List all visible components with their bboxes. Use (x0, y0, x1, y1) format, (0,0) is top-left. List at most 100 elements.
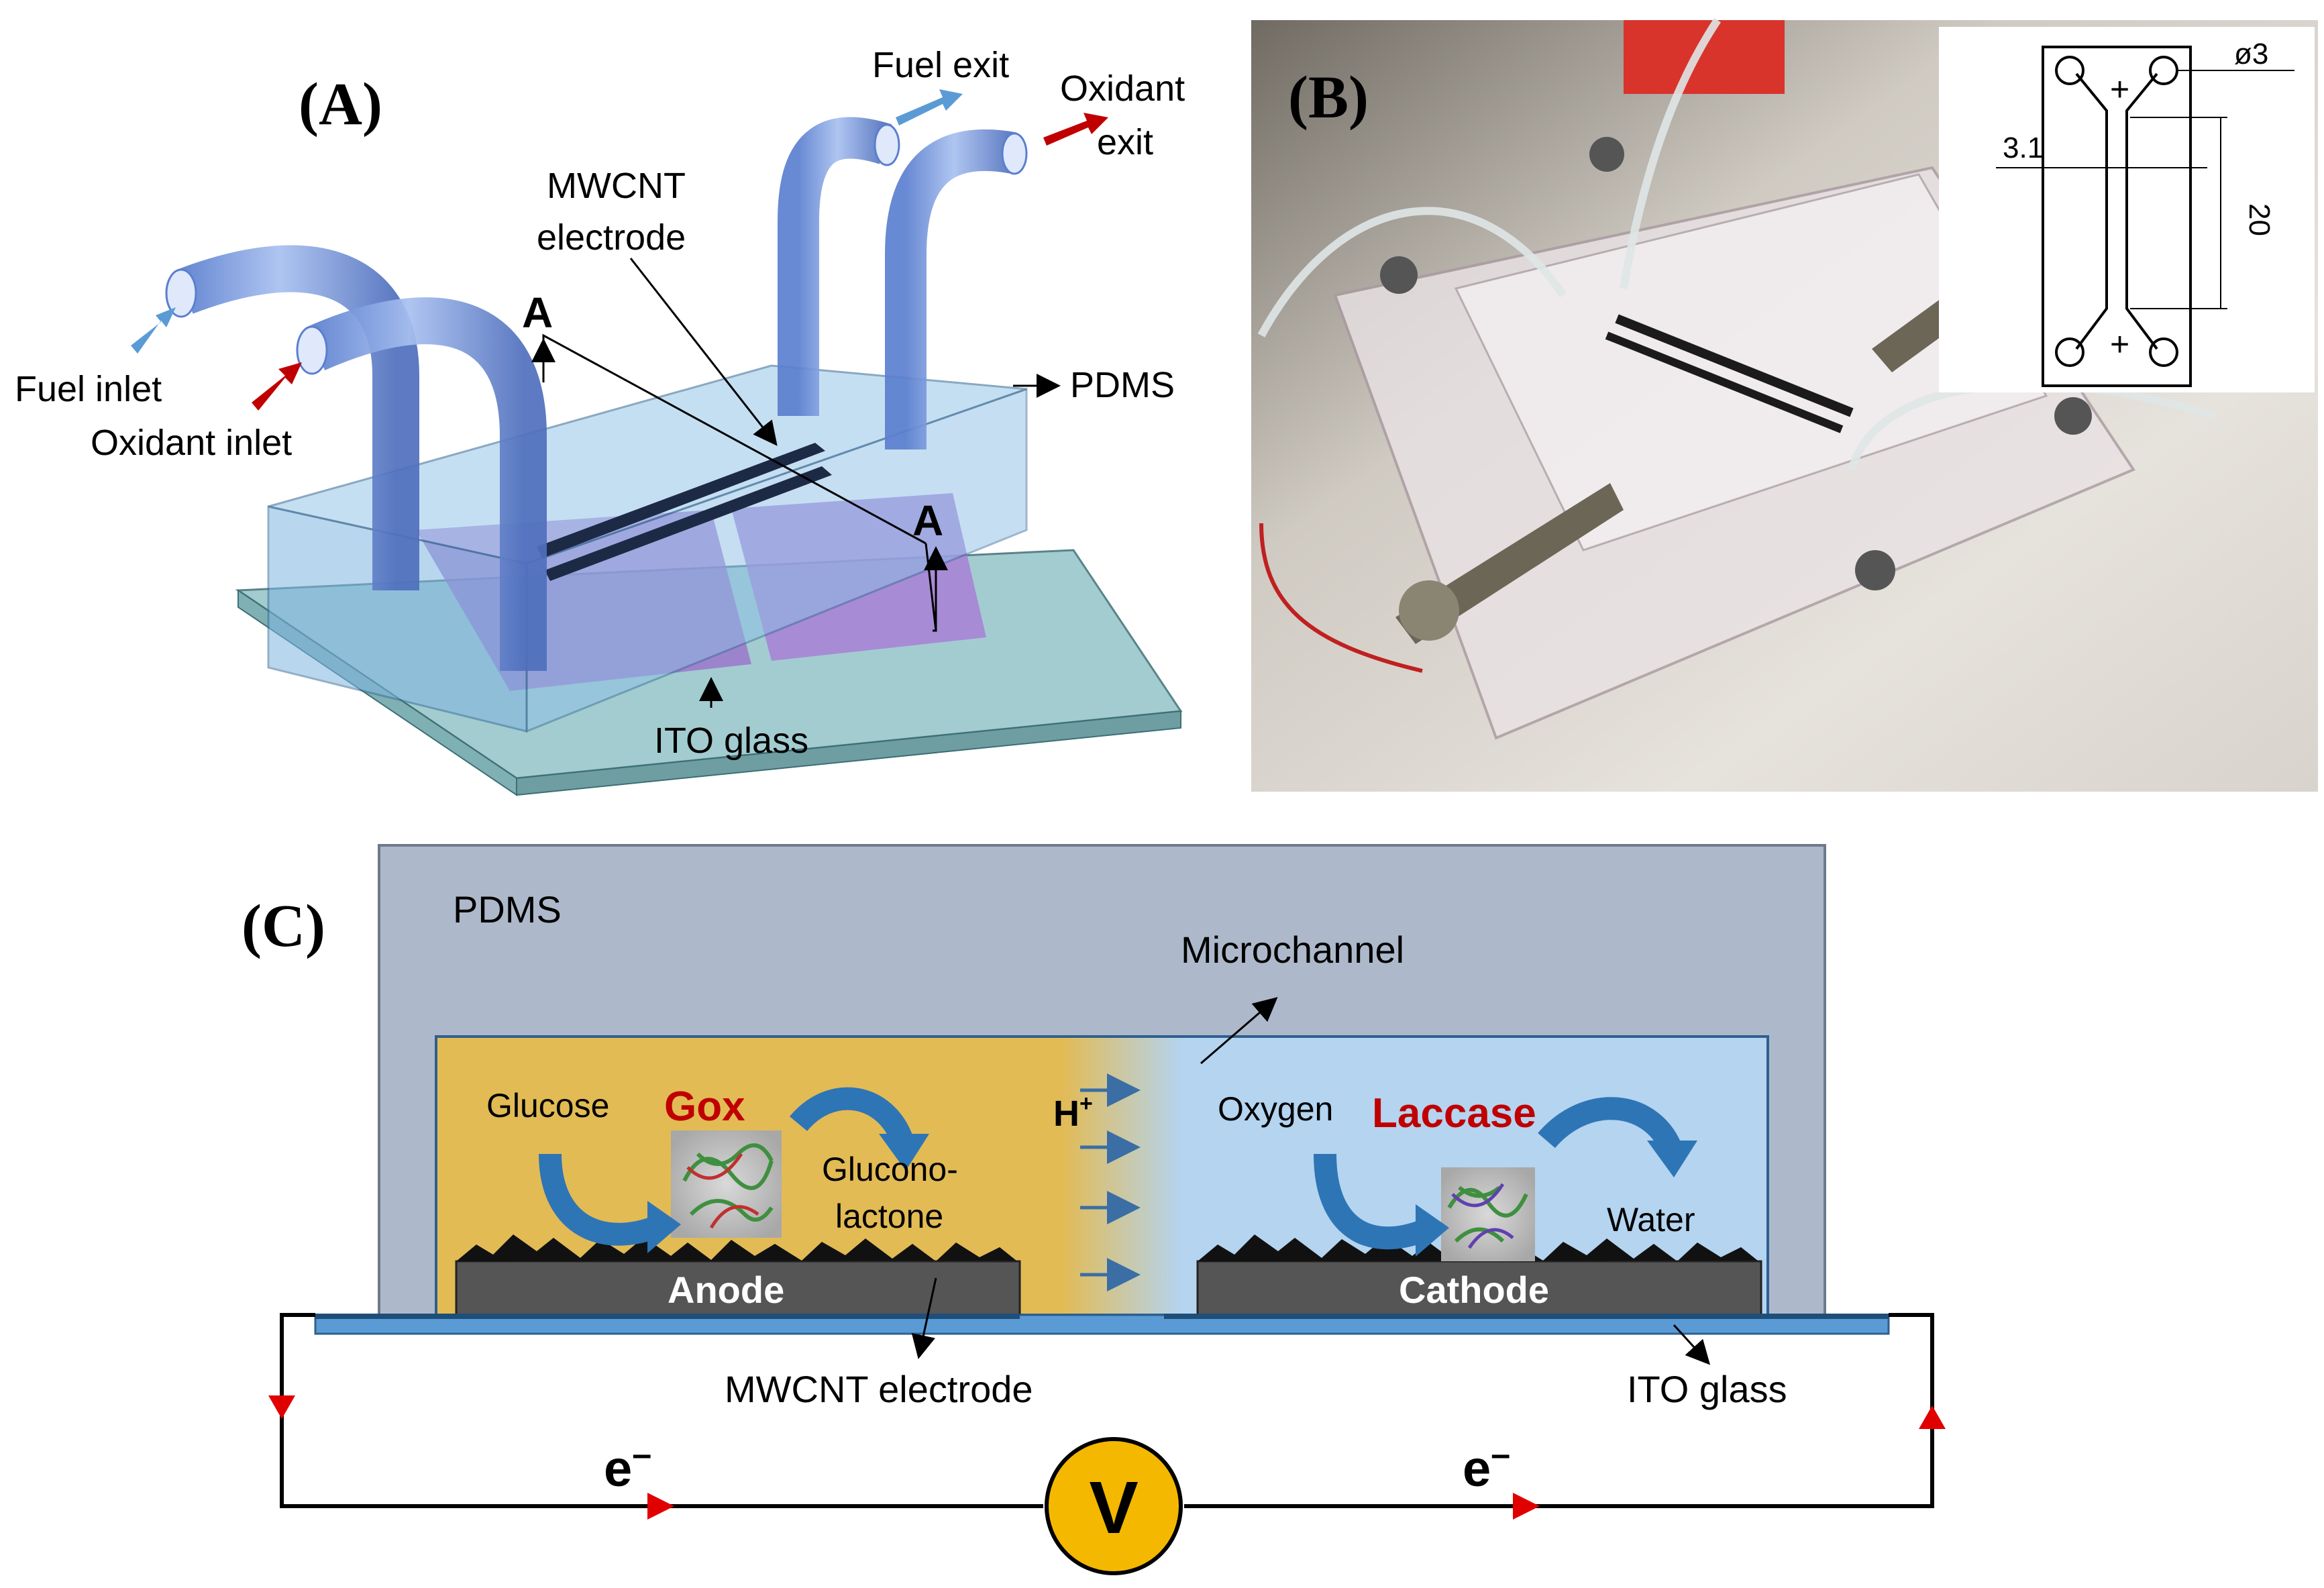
label-gox: Gox (664, 1083, 745, 1130)
panel-c: (C) (242, 844, 1946, 1575)
label-pdms-c: PDMS (453, 888, 562, 931)
panel-a-letter: (A) (299, 71, 382, 138)
circuit-arrow-right-wire (1513, 1493, 1540, 1520)
inset-port-tl (2055, 56, 2084, 85)
gox-enzyme-ribbons-2 (686, 1153, 759, 1229)
label-mwcnt-2: electrode (537, 217, 686, 258)
label-glucose: Glucose (486, 1087, 609, 1124)
label-water: Water (1607, 1201, 1695, 1238)
oxygen-arrow-head (1416, 1204, 1449, 1257)
fuel-exit-mouth (874, 123, 900, 166)
panel-b: (B) ø3 3.1 20 + + (1251, 17, 2318, 792)
label-section-a-top: A (522, 288, 553, 337)
photo-clip-round (1399, 580, 1459, 641)
gox-enzyme-ribbons (682, 1143, 774, 1222)
label-voltmeter: V (1089, 1467, 1138, 1549)
inset-label-width: 3.1 (2003, 131, 2044, 164)
oxidant-exit-mouth (1001, 132, 1028, 175)
water-reaction-arrow (1538, 1097, 1681, 1153)
label-electron-right: e– (1463, 1435, 1510, 1497)
water-arrow-head (1647, 1141, 1697, 1177)
laccase-enzyme-image (1441, 1167, 1535, 1261)
mwcnt-strip-1 (537, 443, 825, 558)
oxidant-exit-tube (885, 129, 1017, 449)
label-fuel-inlet: Fuel inlet (15, 369, 162, 409)
fuel-exit-arrow (896, 89, 963, 125)
circuit-arrow-up (1919, 1406, 1946, 1429)
photo-electrode-2 (1605, 331, 1844, 433)
label-ito-glass: ITO glass (654, 721, 808, 761)
oxidant-inlet-arrow (252, 362, 302, 411)
mwcnt-strip-2 (545, 466, 832, 581)
circuit-wire-right (1184, 1313, 1934, 1508)
label-anode: Anode (668, 1269, 784, 1311)
gluconolactone-arrow-head (879, 1134, 929, 1171)
label-ito-glass-c: ITO glass (1627, 1368, 1787, 1410)
photo-screw-4 (2054, 397, 2092, 435)
photo-electrode-1 (1615, 314, 1854, 417)
fuel-inlet-arrow (131, 307, 176, 354)
laccase-enzyme-ribbons (1447, 1185, 1528, 1243)
inset-chip-outline (2042, 46, 2192, 387)
circuit-arrow-left-wire (647, 1493, 674, 1520)
photo-screw-1 (1380, 256, 1418, 294)
label-glucono-2: lactone (835, 1198, 943, 1235)
inset-plus-top: + (2110, 70, 2129, 108)
laccase-enzyme-ribbons-2 (1451, 1183, 1514, 1249)
oxygen-reaction-arrow (1314, 1153, 1426, 1250)
circuit-arrow-down (268, 1395, 295, 1419)
inset-label-length: 20 (2243, 203, 2276, 236)
photo-tube-1 (1257, 207, 1567, 337)
label-glucono-1: Glucono- (822, 1151, 958, 1188)
inset-port-br (2149, 337, 2178, 367)
pdms-right (525, 387, 1028, 733)
circuit-wire (280, 1313, 1043, 1508)
label-pdms: PDMS (1070, 365, 1175, 405)
photo-red-object (1624, 20, 1785, 94)
label-oxidant-exit-1: Oxidant (1060, 68, 1185, 109)
label-mwcnt-1: MWCNT (547, 166, 686, 206)
gox-enzyme-image (671, 1130, 782, 1238)
label-section-a-bottom: A (912, 496, 943, 545)
label-cathode: Cathode (1399, 1269, 1549, 1311)
label-proton: H+ (1053, 1091, 1093, 1134)
oxidant-inlet-tube (305, 297, 547, 671)
anode-mwcnt-texture (456, 1234, 1016, 1261)
microchannel-leader (1200, 997, 1278, 1065)
mwcnt-electrode-leader (911, 1277, 937, 1359)
inset-port-bl (2055, 337, 2084, 367)
voltmeter (1045, 1437, 1183, 1575)
cathode-electrode (1196, 1260, 1762, 1316)
panel-b-letter: (B) (1288, 64, 1369, 131)
ito-glass-leader (1673, 1324, 1711, 1365)
glucose-reaction-arrow (539, 1153, 658, 1246)
panel-a: (A) (15, 45, 1185, 796)
label-laccase: Laccase (1372, 1090, 1536, 1136)
fuel-exit-tube (778, 117, 892, 416)
photo-tube-2 (1620, 17, 1721, 289)
label-fuel-exit: Fuel exit (872, 45, 1009, 85)
panel-c-letter: (C) (242, 893, 325, 959)
label-electron-left: e– (604, 1435, 651, 1497)
fuel-inlet-mouth (165, 268, 197, 318)
inset-label-diameter: ø3 (2234, 38, 2268, 70)
gluconolactone-reaction-arrow (789, 1087, 914, 1145)
mwcnt-leader (629, 258, 778, 446)
photo-screw-2 (1589, 137, 1624, 172)
inset-channel (2075, 72, 2158, 350)
label-mwcnt-electrode: MWCNT electrode (725, 1368, 1033, 1410)
photo-screw-3 (1855, 550, 1895, 590)
anode-electrode (455, 1260, 1021, 1316)
label-oxidant-exit-2: exit (1097, 122, 1153, 162)
oxidant-inlet-mouth (296, 325, 328, 375)
label-microchannel: Microchannel (1181, 929, 1404, 971)
oxidant-exit-arrow (1043, 113, 1108, 146)
photo-pdms-chip (1454, 173, 2048, 551)
label-oxidant-inlet: Oxidant inlet (91, 423, 292, 463)
label-oxygen: Oxygen (1218, 1090, 1333, 1128)
photo-red-wire (1259, 523, 1423, 673)
glucose-arrow-head (647, 1201, 681, 1253)
inset-plus-bottom: + (2110, 325, 2129, 363)
